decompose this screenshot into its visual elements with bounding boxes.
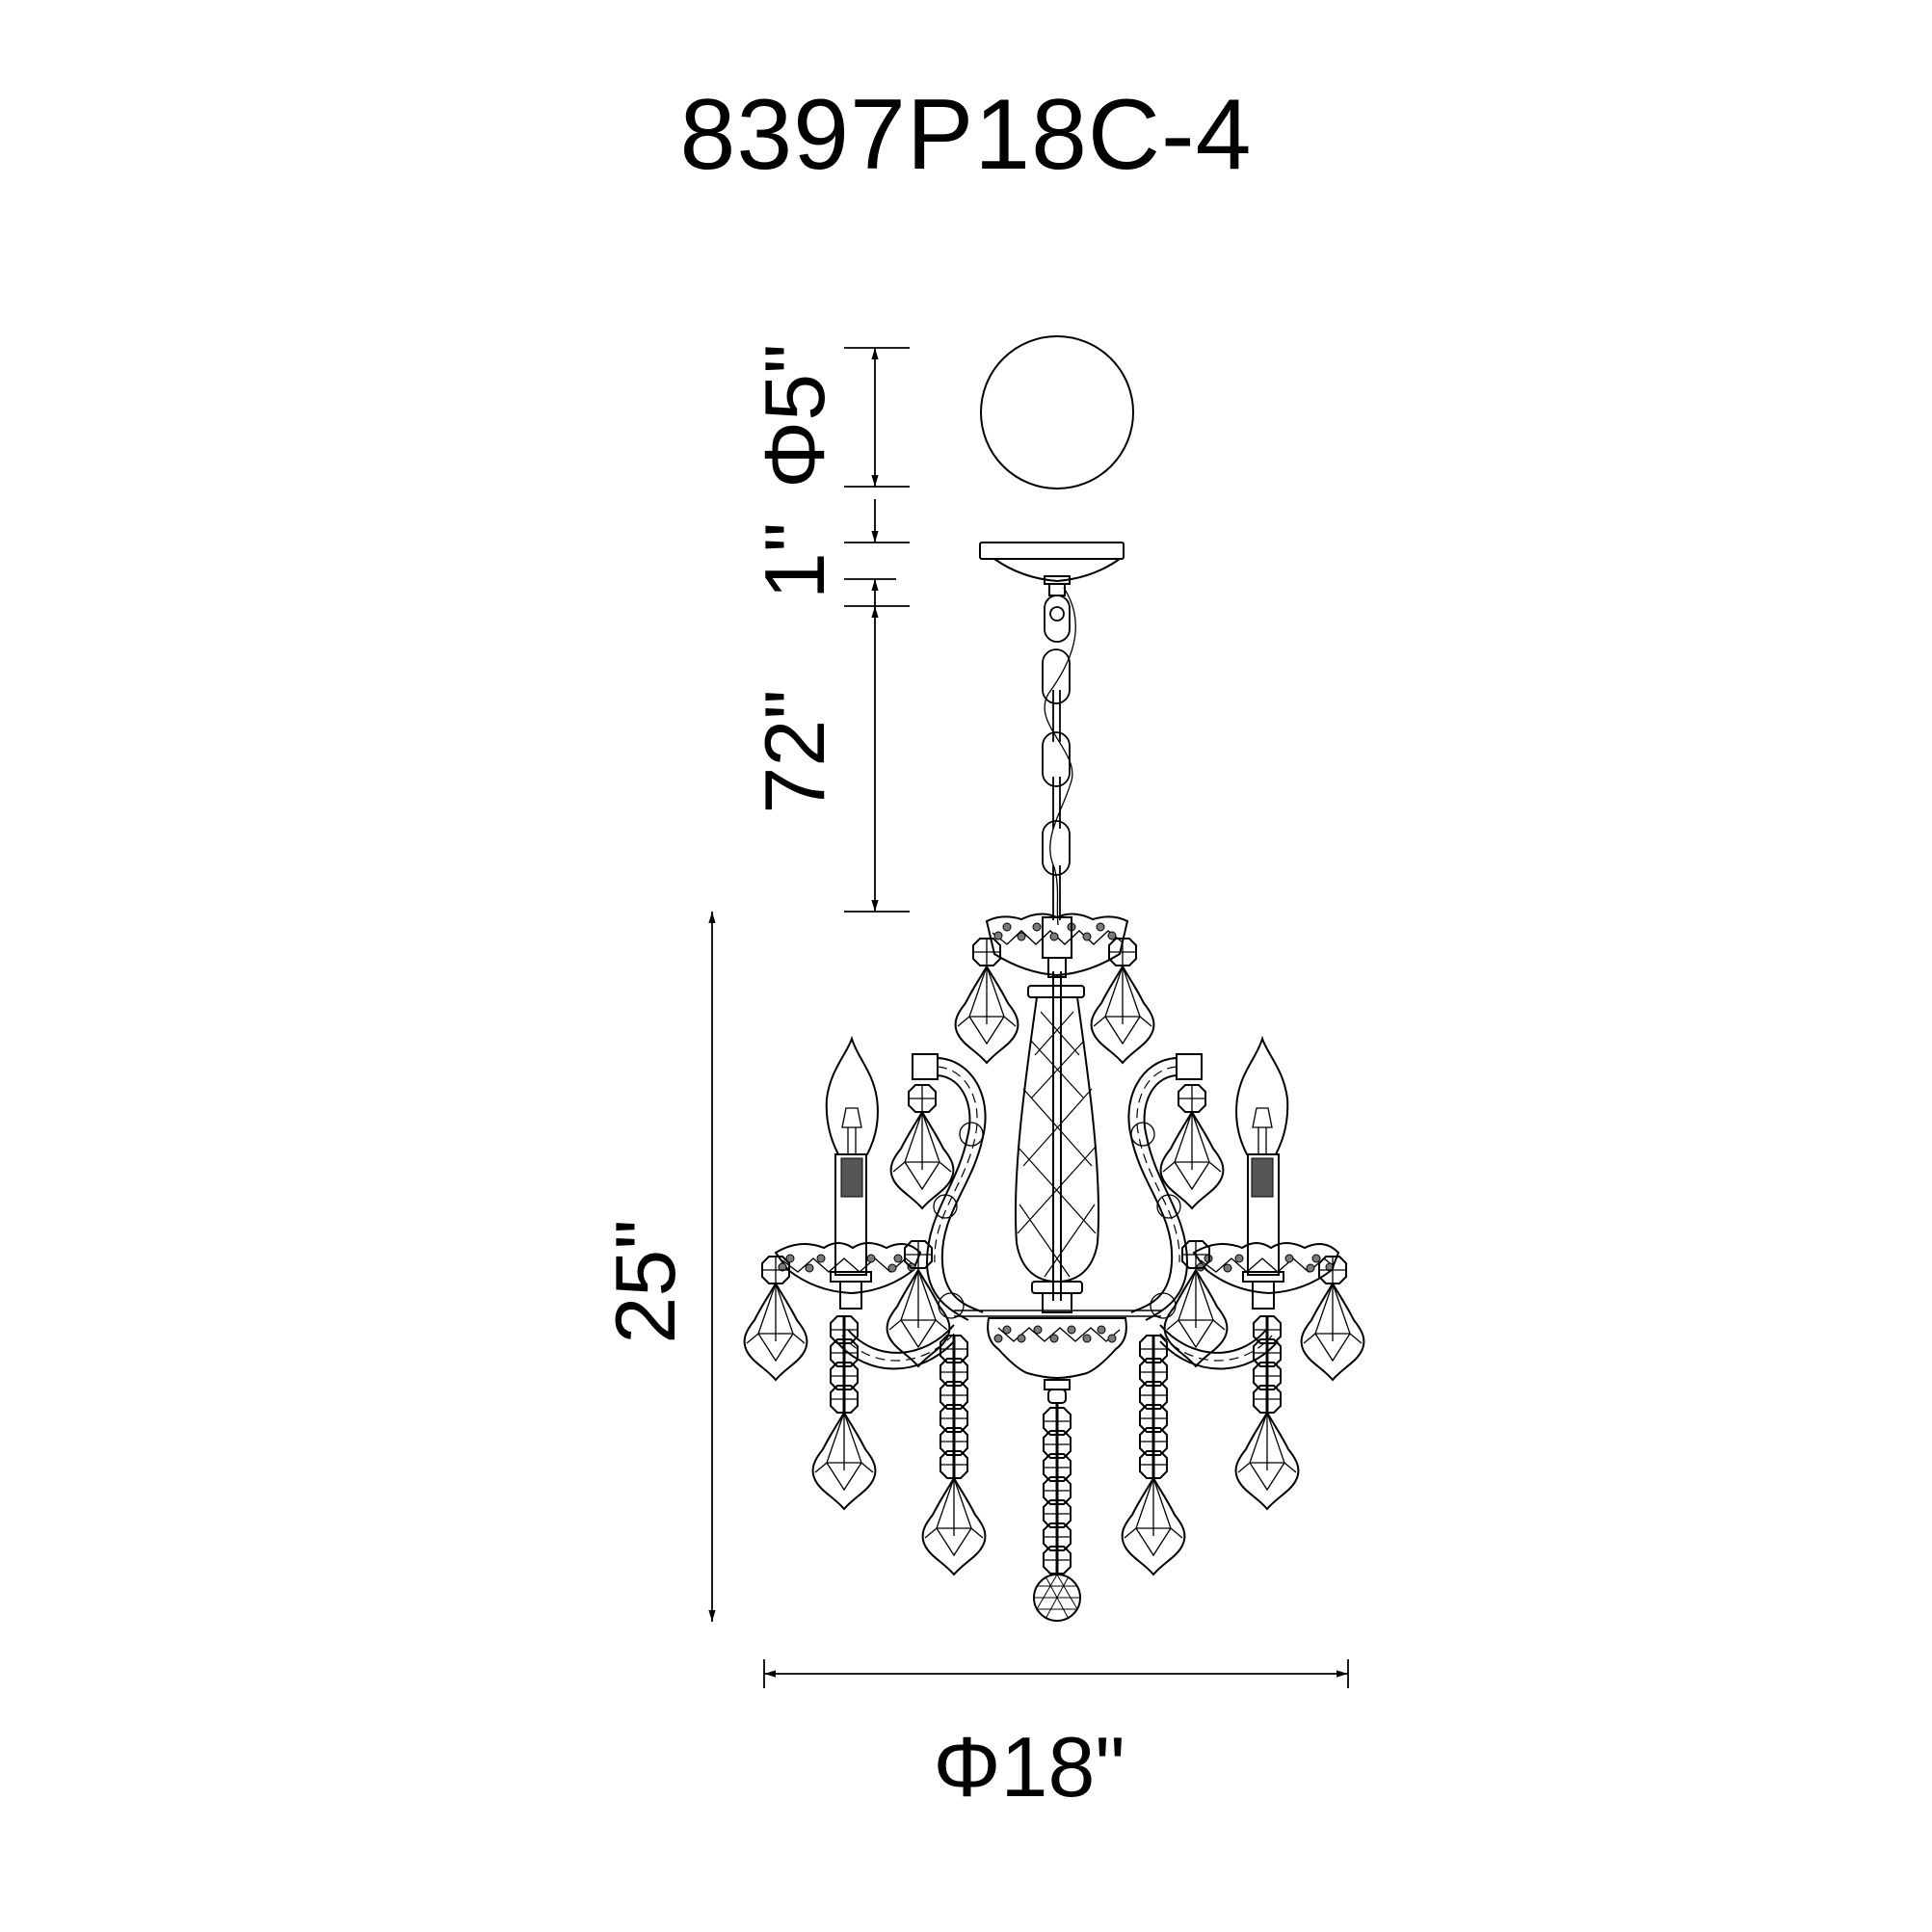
canopy-side-view (979, 542, 1125, 596)
right-outer-strand (1234, 1315, 1300, 1510)
left-inner-strand (921, 1335, 987, 1575)
center-drop (1033, 1403, 1081, 1622)
left-candle (743, 1035, 951, 1381)
chain (1042, 587, 1076, 926)
canopy-top-view (980, 335, 1134, 490)
center-column (1014, 971, 1100, 1313)
right-inner-strand (1121, 1335, 1186, 1575)
fixture-diameter-label: Φ18" (933, 1719, 1125, 1814)
top-bobeche (954, 913, 1155, 1064)
model-number-title: 8397P18C-4 (679, 79, 1253, 191)
dimension-lines (708, 347, 1349, 1688)
right-candle (1163, 1035, 1365, 1381)
left-s-arm (835, 1053, 987, 1370)
left-outer-strand (811, 1315, 877, 1510)
bottom-bowl (987, 1317, 1127, 1404)
